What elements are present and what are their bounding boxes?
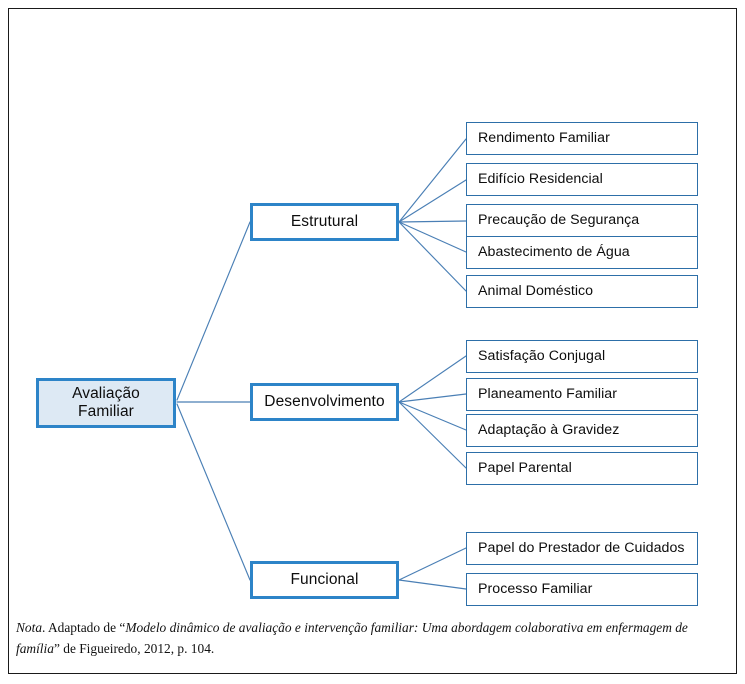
leaf-abastecimento-de-agua-label: Abastecimento de Água	[478, 244, 630, 261]
node-estrutural[interactable]: Estrutural	[250, 203, 399, 241]
leaf-papel-parental[interactable]: Papel Parental	[466, 452, 698, 485]
leaf-rendimento-familiar[interactable]: Rendimento Familiar	[466, 122, 698, 155]
leaf-papel-parental-label: Papel Parental	[478, 460, 572, 477]
figure-caption: Nota. Adaptado de “Modelo dinâmico de av…	[16, 618, 716, 660]
caption-lead: Nota	[16, 620, 43, 635]
leaf-abastecimento-de-agua[interactable]: Abastecimento de Água	[466, 236, 698, 269]
node-funcional-label: Funcional	[290, 570, 359, 588]
node-desenvolvimento[interactable]: Desenvolvimento	[250, 383, 399, 421]
leaf-edificio-residencial[interactable]: Edifício Residencial	[466, 163, 698, 196]
caption-work-title: Modelo dinâmico de avaliação e intervenç…	[16, 620, 688, 656]
leaf-papel-do-prestador-de-cuidados-label: Papel do Prestador de Cuidados	[478, 540, 685, 557]
node-avaliacao-familiar[interactable]: Avaliação Familiar	[36, 378, 176, 428]
node-desenvolvimento-label: Desenvolvimento	[264, 392, 385, 410]
caption-text-before: . Adaptado de “	[42, 620, 126, 635]
leaf-adaptacao-a-gravidez[interactable]: Adaptação à Gravidez	[466, 414, 698, 447]
leaf-precaucao-de-seguranca[interactable]: Precaução de Segurança	[466, 204, 698, 237]
caption-text-after: ” de Figueiredo, 2012, p. 104.	[53, 640, 215, 656]
node-root-label: Avaliação Familiar	[72, 385, 140, 422]
node-estrutural-label: Estrutural	[290, 212, 359, 230]
node-funcional[interactable]: Funcional	[250, 561, 399, 599]
leaf-processo-familiar-label: Processo Familiar	[478, 581, 593, 598]
node-root-label-line2: Familiar	[78, 403, 134, 420]
leaf-animal-domestico[interactable]: Animal Doméstico	[466, 275, 698, 308]
leaf-precaucao-de-seguranca-label: Precaução de Segurança	[478, 212, 640, 229]
leaf-planeamento-familiar[interactable]: Planeamento Familiar	[466, 378, 698, 411]
leaf-planeamento-familiar-label: Planeamento Familiar	[478, 386, 617, 403]
leaf-edificio-residencial-label: Edifício Residencial	[478, 171, 603, 188]
leaf-satisfacao-conjugal[interactable]: Satisfação Conjugal	[466, 340, 698, 373]
node-root-label-line1: Avaliação	[72, 384, 140, 402]
leaf-animal-domestico-label: Animal Doméstico	[478, 283, 594, 300]
leaf-papel-do-prestador-de-cuidados[interactable]: Papel do Prestador de Cuidados	[466, 532, 698, 565]
leaf-processo-familiar[interactable]: Processo Familiar	[466, 573, 698, 606]
leaf-adaptacao-a-gravidez-label: Adaptação à Gravidez	[478, 422, 620, 439]
leaf-satisfacao-conjugal-label: Satisfação Conjugal	[478, 348, 606, 365]
leaf-rendimento-familiar-label: Rendimento Familiar	[478, 130, 610, 147]
